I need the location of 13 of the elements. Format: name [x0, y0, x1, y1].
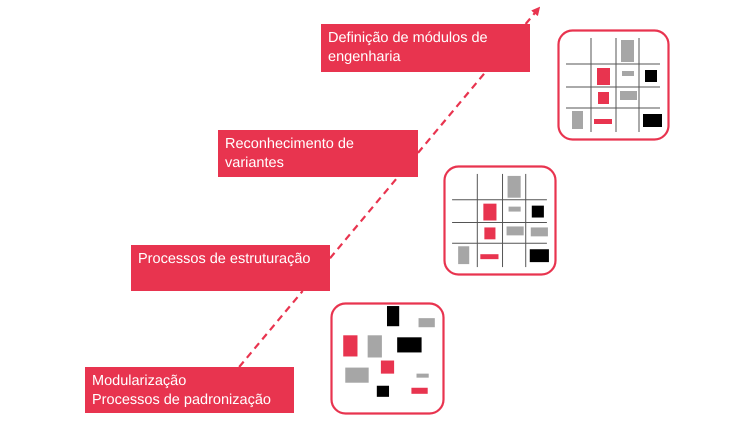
module-grid-drawing: [443, 165, 557, 276]
step-label: Processos de padronização: [92, 391, 272, 410]
module-grid-drawing: [557, 29, 670, 141]
step-label: Modularização: [92, 372, 188, 391]
step-box: [131, 245, 330, 291]
step-label: Processos de estruturação: [138, 250, 312, 269]
step-box: [218, 130, 418, 177]
step-label: Reconhecimento de variantes: [225, 135, 355, 173]
scattered-blocks-drawing: [330, 302, 445, 415]
dashed-arrow: [524, 6, 540, 25]
step-box: [85, 367, 294, 413]
step-label: Definição de módulos de engenharia: [328, 29, 489, 67]
step-box: [321, 24, 530, 72]
